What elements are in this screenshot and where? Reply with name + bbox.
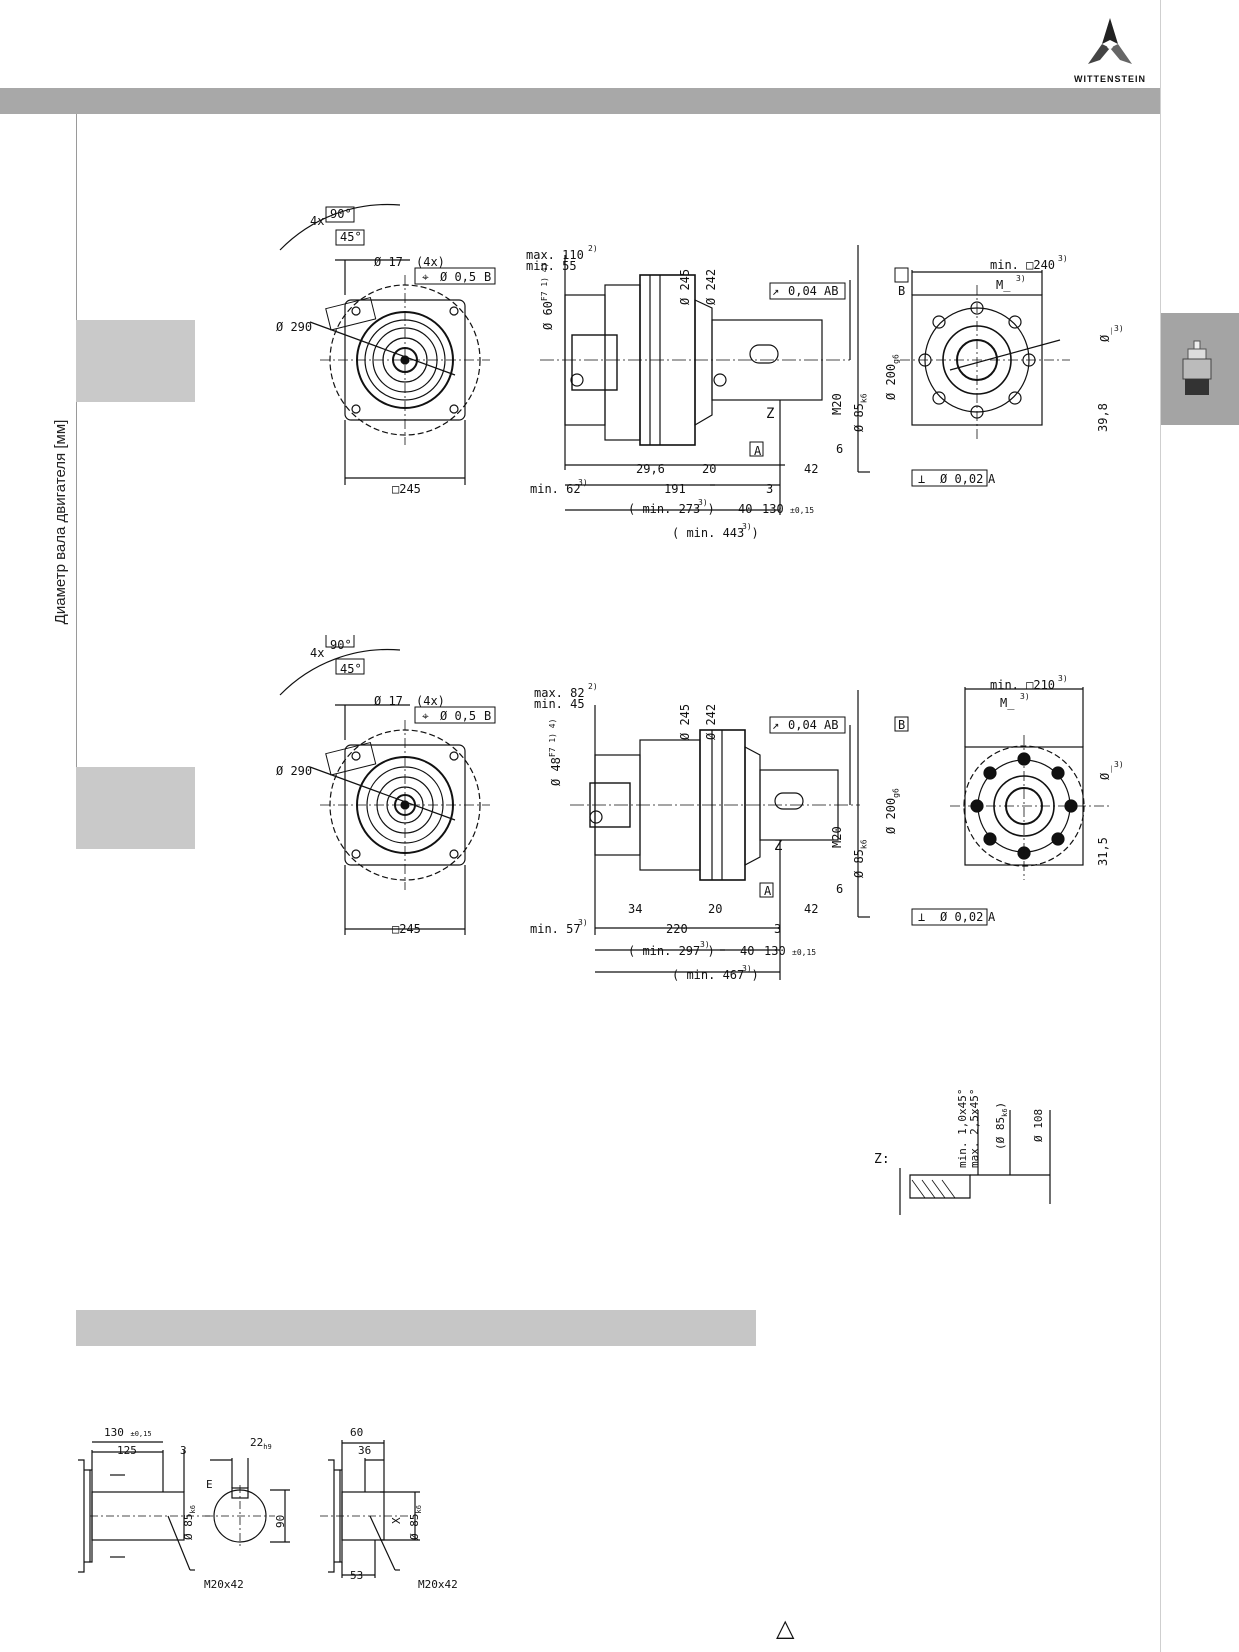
drawing-1 (279, 203, 1070, 515)
product-tab[interactable] (1161, 313, 1239, 425)
header-bar (0, 88, 1160, 114)
right-border (1160, 0, 1161, 1652)
side-view-2 (570, 690, 870, 980)
detail-z-d85: (Ø 85k6) (994, 1101, 1010, 1150)
shaft-smooth-drawing (320, 1440, 420, 1578)
brand-logo: WITTENSTEIN (1060, 14, 1160, 88)
side-view-1 (540, 245, 870, 515)
shaft-keyed-drawing (78, 1441, 290, 1573)
left-rule (76, 114, 77, 849)
shaft-details (78, 1440, 420, 1578)
detail-z (899, 1110, 1051, 1215)
sidebar-shade-2 (76, 767, 195, 849)
end-view-1 (900, 270, 1070, 440)
sidebar-label: Диаметр вала двигателя [мм] (52, 419, 69, 625)
brand-name: WITTENSTEIN (1074, 74, 1146, 84)
front-view-2 (279, 648, 490, 935)
detail-z-chamfer-max: max. 2,5x45° (968, 1088, 981, 1168)
wittenstein-logo-icon (1088, 18, 1132, 64)
section-heading-bar (76, 1310, 756, 1346)
drawing-2 (279, 635, 1110, 980)
footer-symbol: △ (776, 1614, 795, 1642)
detail-z-label: Z: (874, 1152, 890, 1167)
gearbox-product-icon (1182, 340, 1212, 395)
end-view-2 (950, 687, 1110, 880)
front-view-1 (279, 203, 490, 485)
detail-z-d108: Ø 108 (1032, 1108, 1045, 1142)
sidebar-shade-1 (76, 320, 195, 402)
